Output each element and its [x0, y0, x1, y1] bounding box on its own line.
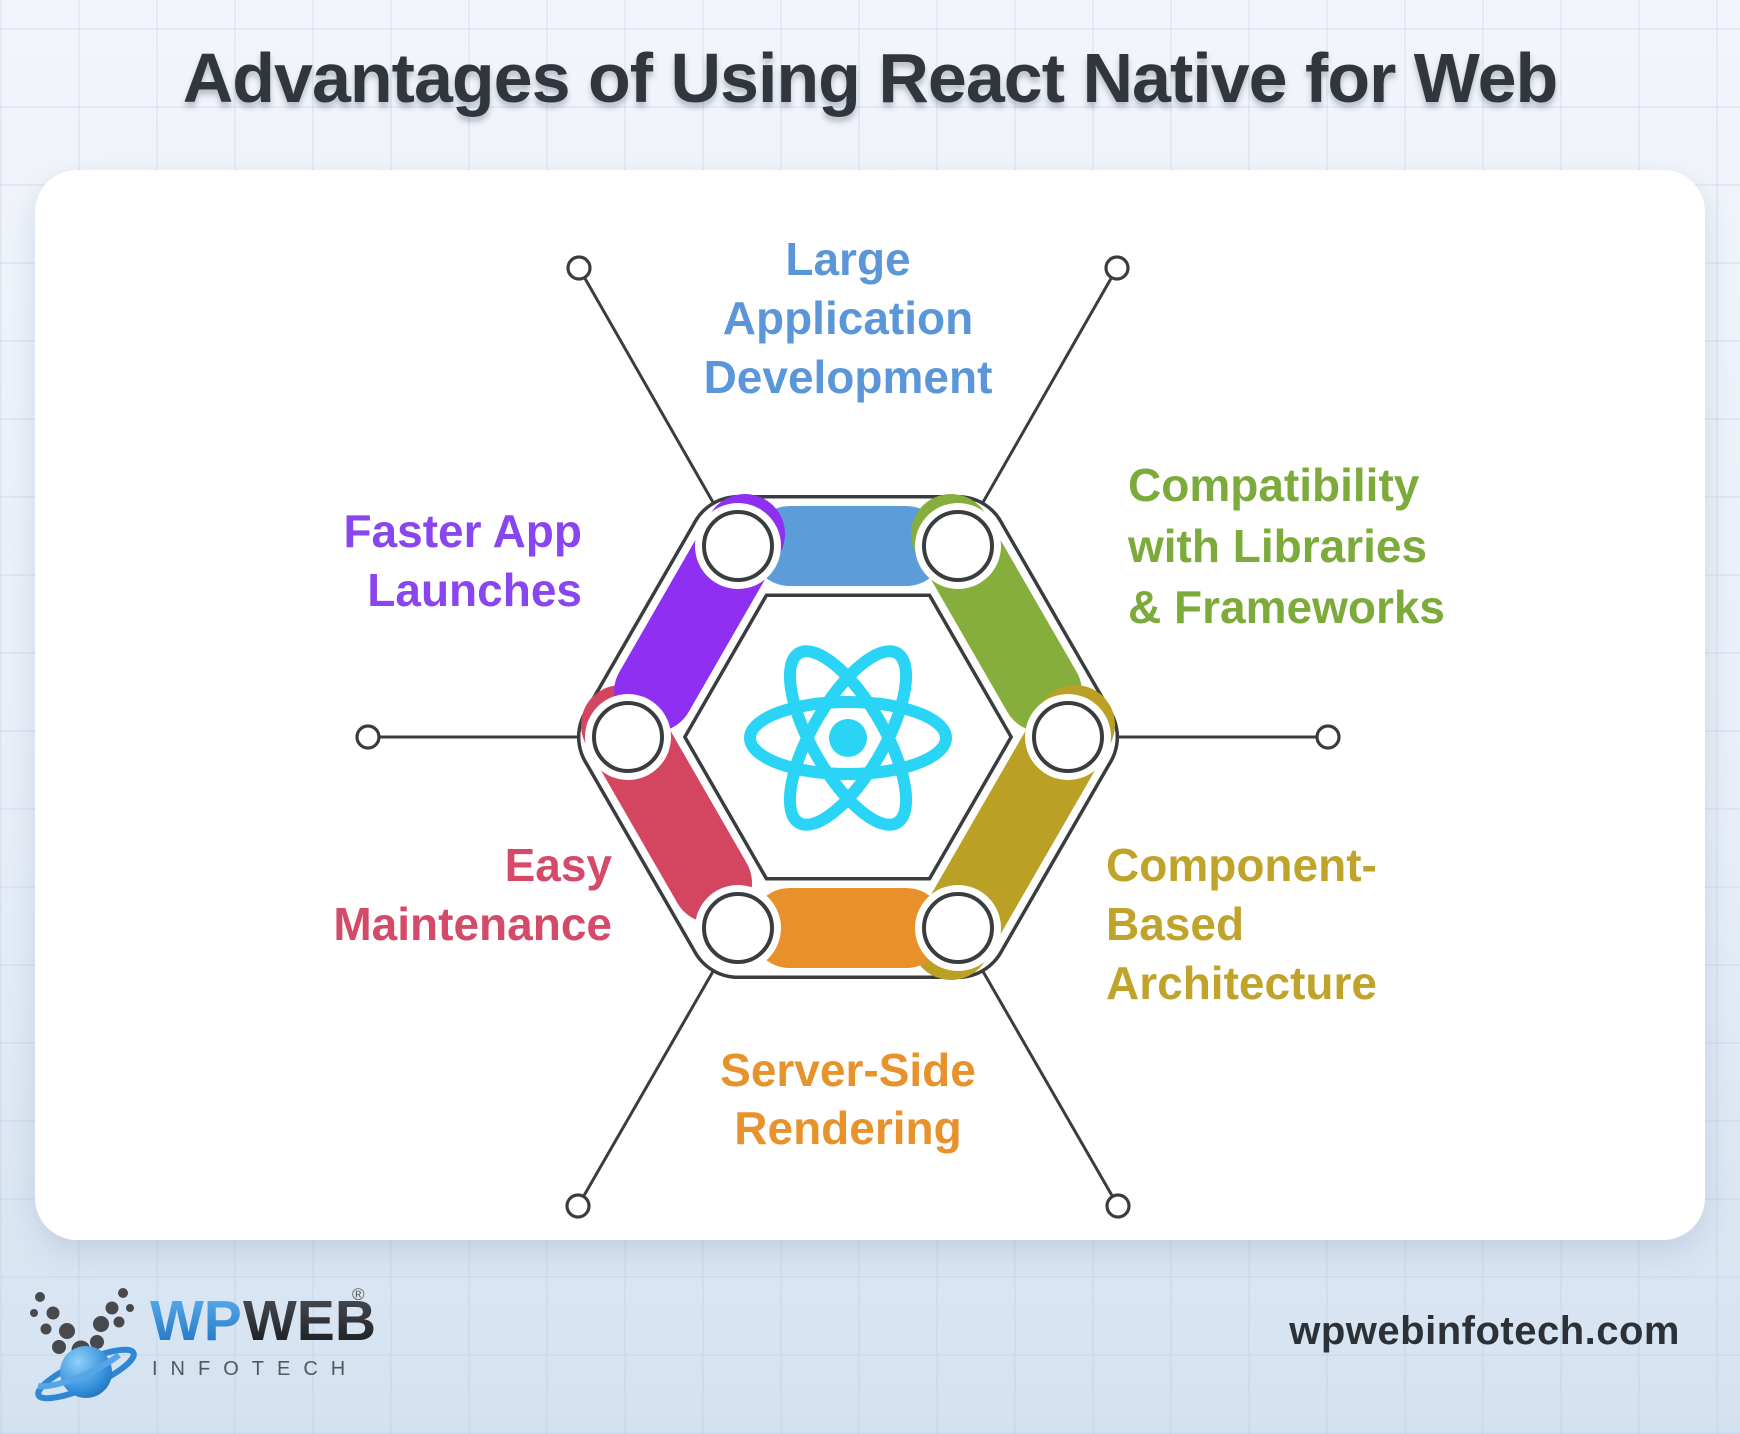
label-line: Compatibility: [1128, 459, 1420, 511]
label-line: Rendering: [734, 1102, 961, 1154]
endpoint-dot-top-right: [1104, 255, 1130, 281]
connector-top-left: [577, 267, 740, 547]
label-line: Faster App: [343, 505, 582, 557]
connector-bottom-right: [956, 927, 1120, 1207]
logo-subtitle: INFOTECH: [152, 1358, 358, 1380]
label-line: Development: [704, 351, 993, 403]
label-line: with Libraries: [1127, 520, 1427, 572]
wpweb-globe-icon: [30, 1288, 137, 1402]
registered-mark: ®: [352, 1285, 365, 1304]
vertex-ring-right: [1032, 701, 1104, 773]
connector-bottom-left: [576, 927, 740, 1207]
website-url: wpwebinfotech.com: [1288, 1309, 1680, 1353]
page-title: Advantages of Using React Native for Web: [182, 39, 1559, 117]
label-line: Based: [1106, 898, 1244, 950]
label-line: Architecture: [1106, 957, 1377, 1009]
wpweb-logo: WP WEB ® INFOTECH: [30, 1285, 376, 1402]
label-component-based-architecture: Component- Based Architecture: [1106, 839, 1377, 1009]
connector-lines: [355, 255, 1341, 1219]
endpoint-dot-top-left: [566, 255, 592, 281]
endpoint-dot-bottom-left: [565, 1193, 591, 1219]
connector-top-right: [956, 267, 1119, 547]
logo-web-text: WEB: [243, 1289, 376, 1353]
hexagon-chain: [577, 494, 1119, 980]
label-line: Application: [723, 292, 973, 344]
label-line: Component-: [1106, 839, 1377, 891]
label-server-side-rendering: Server-Side Rendering: [720, 1044, 976, 1154]
label-faster-app-launches: Faster App Launches: [343, 505, 582, 616]
label-large-application-development: Large Application Development: [704, 233, 993, 403]
logo-wp-text: WP: [150, 1289, 242, 1353]
react-nucleus: [829, 719, 867, 757]
label-line: Large: [785, 233, 910, 285]
label-line: Server-Side: [720, 1044, 976, 1096]
endpoint-dot-right: [1315, 724, 1341, 750]
vertex-ring-bottom-left: [702, 892, 774, 964]
vertex-ring-top-left: [702, 510, 774, 582]
endpoint-dot-left: [355, 724, 381, 750]
vertex-ring-bottom-right: [922, 892, 994, 964]
vertex-ring-left: [592, 701, 664, 773]
label-compatibility-with-libraries-frameworks: Compatibility with Libraries & Framework…: [1127, 459, 1445, 633]
label-line: & Frameworks: [1128, 581, 1445, 633]
advantage-labels: Large Application Development Compatibil…: [333, 233, 1445, 1154]
vertex-ring-top-right: [922, 510, 994, 582]
label-easy-maintenance: Easy Maintenance: [333, 839, 612, 950]
label-line: Easy: [505, 839, 613, 891]
endpoint-dot-bottom-right: [1105, 1193, 1131, 1219]
chain-vertex-rings: [585, 503, 1111, 971]
label-line: Launches: [367, 564, 582, 616]
label-line: Maintenance: [333, 898, 612, 950]
react-atom-icon: [744, 645, 952, 831]
